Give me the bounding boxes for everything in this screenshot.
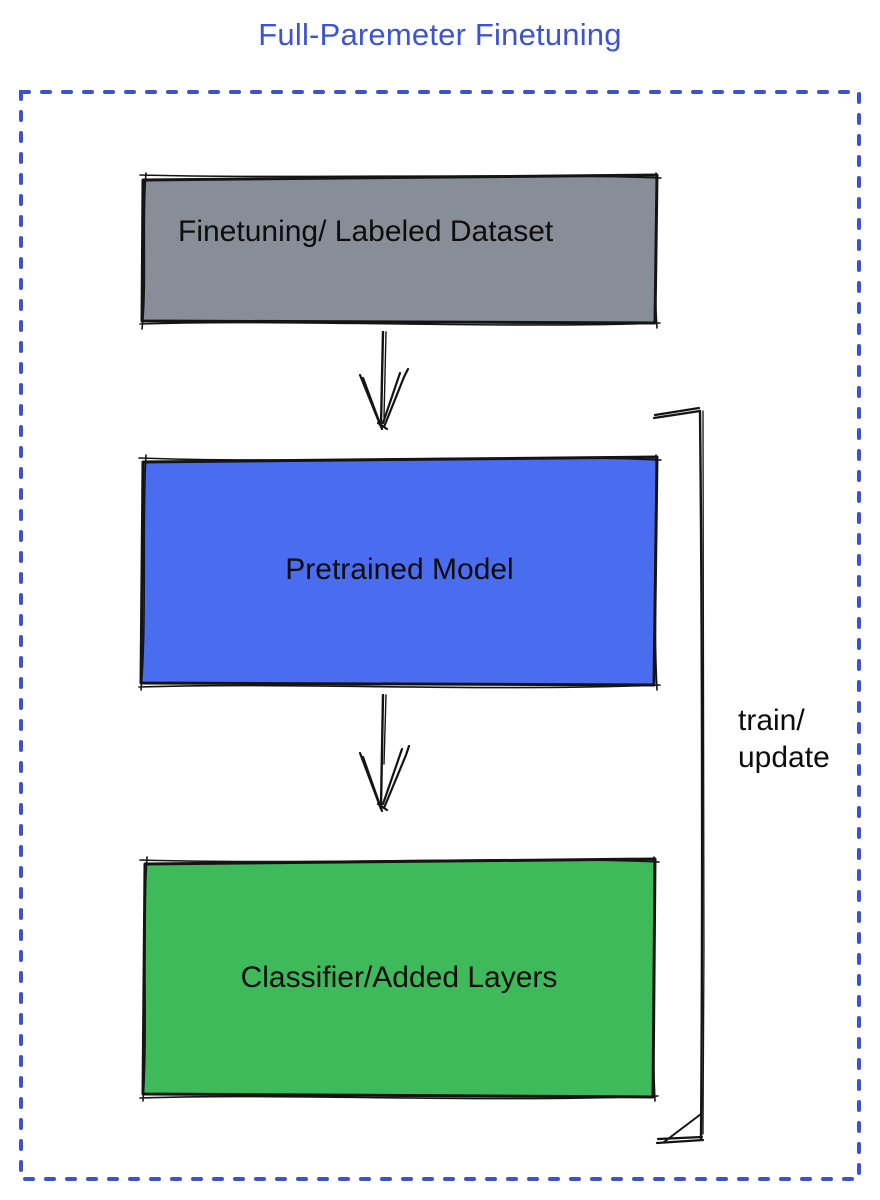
bracket-bottom-diagonal xyxy=(664,1114,701,1142)
bracket-bottom-tick xyxy=(657,1137,703,1143)
down-arrow-icon xyxy=(350,694,414,812)
train-update-bracket-icon xyxy=(648,402,714,1148)
box-label-classifier-added-layers: Classifier/Added Layers xyxy=(240,961,558,994)
arrow-shaft-double xyxy=(384,695,386,764)
box-classifier-added-layers: Classifier/Added Layers xyxy=(138,855,660,1103)
box-sketch-stroke xyxy=(139,455,661,690)
bracket-top-tick xyxy=(654,408,700,418)
arrow-head xyxy=(360,369,408,429)
dashed-border-rect xyxy=(19,90,861,1181)
dashed-border-frame xyxy=(19,90,861,1181)
diagram-title: Full-Paremeter Finetuning xyxy=(258,17,622,52)
box-finetuning-dataset: Finetuning/ Labeled Dataset xyxy=(138,171,662,330)
sketch-rect-icon xyxy=(138,171,662,330)
arrow-shaft xyxy=(381,332,383,425)
bracket-vertical-double xyxy=(703,411,704,1134)
down-arrow-icon xyxy=(352,331,414,431)
arrow-shaft-double xyxy=(384,332,386,417)
sketch-rect-icon xyxy=(137,452,662,692)
box-sketch-stroke xyxy=(140,857,659,1101)
bracket-label-line1: train/ xyxy=(738,704,805,737)
bracket-label-line2: update xyxy=(738,741,830,774)
box-label-finetuning-dataset: Finetuning/ Labeled Dataset xyxy=(178,215,554,248)
arrow-shaft xyxy=(381,695,383,806)
sketch-rect-icon xyxy=(138,855,660,1103)
arrow-head xyxy=(360,746,409,811)
box-pretrained-model: Pretrained Model xyxy=(137,452,662,692)
bracket-vertical-line xyxy=(700,411,702,1140)
box-sketch-stroke xyxy=(140,173,661,329)
bracket-label: train/ update xyxy=(738,702,830,776)
box-label-pretrained-model: Pretrained Model xyxy=(285,553,514,586)
